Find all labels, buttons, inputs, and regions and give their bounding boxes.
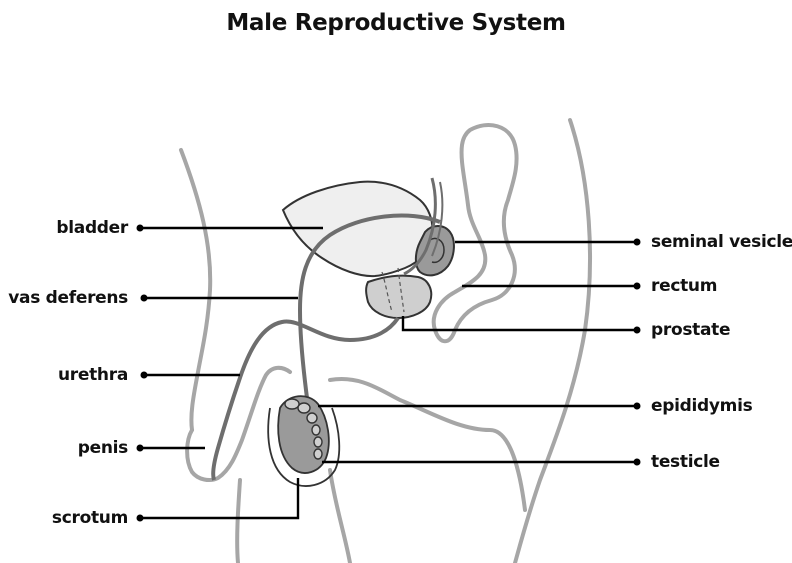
prostate-organ — [366, 276, 431, 318]
leader-dots-left — [137, 225, 148, 522]
abdomen-outline — [181, 150, 210, 430]
thigh-outline — [237, 480, 240, 563]
dot-penis — [137, 445, 144, 452]
label-vas-deferens: vas deferens — [8, 288, 128, 308]
dot-rectum — [634, 283, 641, 290]
dot-testicle — [634, 459, 641, 466]
label-bladder: bladder — [56, 218, 128, 238]
leader-lines-left — [140, 228, 323, 518]
label-scrotum: scrotum — [52, 508, 128, 528]
label-seminal-vesicle: seminal vesicle — [651, 232, 792, 252]
thigh-back-outline — [330, 470, 350, 563]
dot-prostate — [634, 327, 641, 334]
label-prostate: prostate — [651, 320, 730, 340]
leg-outline — [330, 379, 525, 510]
leader-prostate — [403, 316, 637, 330]
dot-vas-deferens — [141, 295, 148, 302]
label-epididymis: epididymis — [651, 396, 752, 416]
leader-dots-right — [634, 239, 641, 466]
dot-urethra — [141, 372, 148, 379]
label-testicle: testicle — [651, 452, 720, 472]
leader-scrotum — [140, 478, 298, 518]
label-urethra: urethra — [58, 365, 128, 385]
dot-scrotum — [137, 515, 144, 522]
dot-epididymis — [634, 403, 641, 410]
dot-bladder — [137, 225, 144, 232]
label-penis: penis — [78, 438, 128, 458]
dot-seminal-vesicle — [634, 239, 641, 246]
back-outline — [515, 120, 590, 563]
label-rectum: rectum — [651, 276, 717, 296]
